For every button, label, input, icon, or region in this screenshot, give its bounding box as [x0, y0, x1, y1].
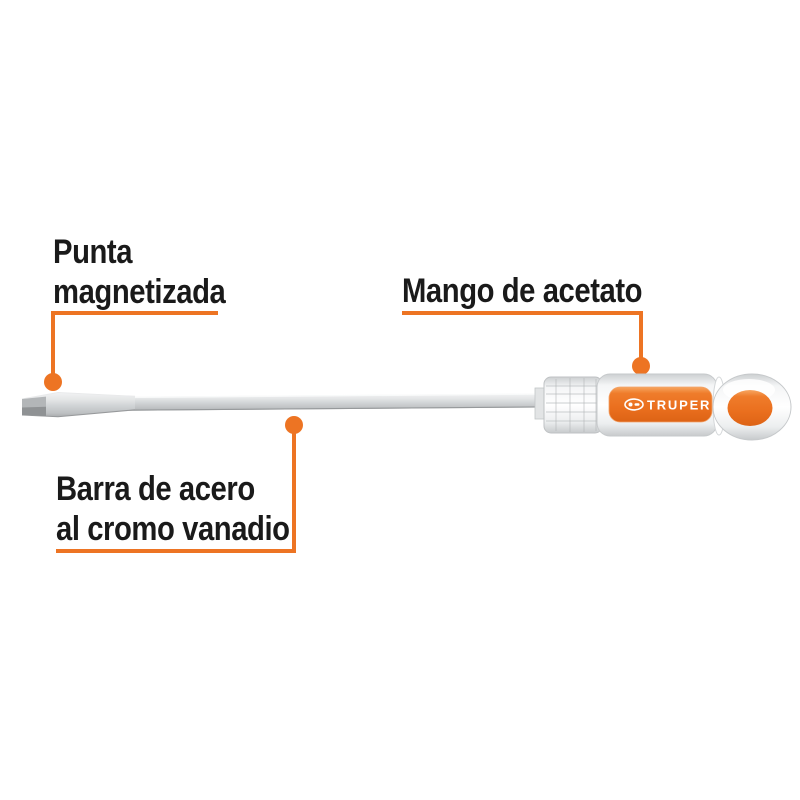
leader-line-punta-vertical — [51, 311, 55, 377]
leader-line-punta-horizontal — [51, 311, 218, 315]
leader-line-barra-horizontal — [56, 549, 296, 553]
label-punta-line1: Punta — [53, 233, 133, 271]
leader-line-mango-horizontal — [402, 311, 643, 315]
label-mango-text: Mango de acetato — [402, 272, 643, 310]
end-cap-orange-disc — [727, 390, 773, 426]
brand-text: TRUPER — [647, 398, 711, 413]
steel-shaft — [99, 393, 541, 411]
leader-line-barra-vertical — [292, 430, 296, 551]
callout-dot-barra — [285, 416, 303, 434]
callout-dot-mango — [632, 357, 650, 375]
blade-tip — [21, 391, 136, 418]
label-barra-de-acero: Barra de acero al cromo vanadio — [56, 469, 290, 549]
handle-end-cap — [712, 373, 792, 441]
callout-dot-punta — [44, 373, 62, 391]
label-punta-magnetizada: Punta magnetizada — [53, 232, 226, 312]
handle-ferrule — [534, 376, 603, 434]
handle-body: TRUPER — [596, 373, 718, 437]
label-barra-line2: al cromo vanadio — [56, 510, 290, 548]
label-barra-line1: Barra de acero — [56, 470, 255, 508]
label-punta-line2: magnetizada — [53, 273, 226, 311]
truper-logo-icon — [624, 398, 644, 411]
leader-line-mango-vertical — [639, 311, 643, 361]
brand-badge — [608, 386, 713, 423]
label-mango-de-acetato: Mango de acetato — [402, 271, 643, 311]
